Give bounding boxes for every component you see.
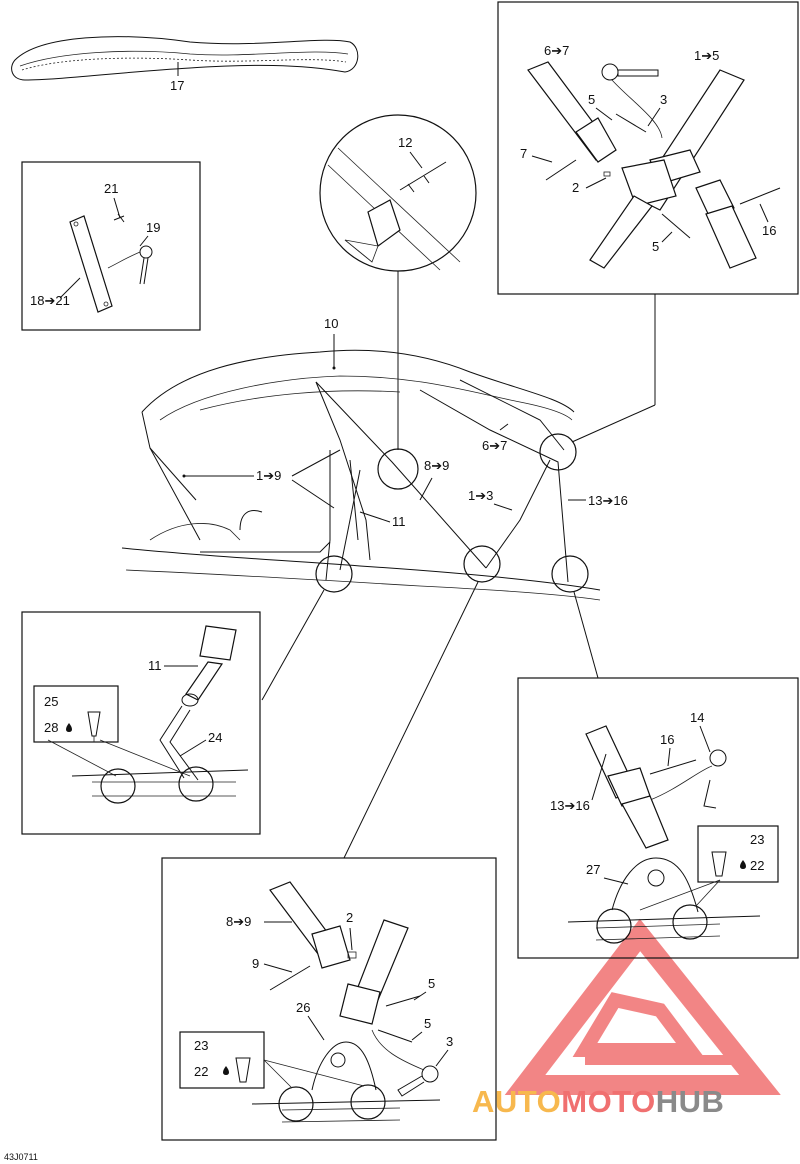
callout-bc-5a: 5 (428, 976, 435, 991)
callout-tr-1-5: 1➔5 (694, 48, 719, 63)
callout-bc-22: 22 (194, 1064, 208, 1079)
detail-box-strap-anchor: 11 25 28 24 (21, 611, 261, 835)
watermark-logo (504, 918, 781, 1095)
callout-ml-11: 11 (148, 658, 162, 673)
callout-10: 10 (324, 316, 338, 331)
detail-box-rear-mount: 14 16 13➔16 23 22 27 (517, 677, 799, 959)
callout-1-3: 1➔3 (468, 488, 493, 503)
detail-box-front-mount: 8➔9 2 9 5 26 5 3 23 22 (161, 857, 497, 1141)
callout-mr-27: 27 (586, 862, 600, 877)
callout-tr-7: 7 (520, 146, 527, 161)
callout-tr-5a: 5 (588, 92, 595, 107)
callout-18-21: 18➔21 (30, 293, 70, 308)
callout-bc-9: 9 (252, 956, 259, 971)
detail-box-hinge-top-right: 6➔7 1➔5 5 3 7 2 5 16 (497, 1, 799, 443)
callout-tr-2: 2 (572, 180, 579, 195)
callout-tr-16: 16 (762, 223, 776, 238)
svg-text:AUTOMOTOHUB: AUTOMOTOHUB (472, 1084, 724, 1119)
callout-bc-3: 3 (446, 1034, 453, 1049)
callout-mr-16: 16 (660, 732, 674, 747)
callout-12: 12 (398, 135, 412, 150)
callout-bc-5b: 5 (424, 1016, 431, 1031)
main-bimini-assembly: 10 1➔9 8➔9 6➔7 1➔3 (121, 316, 628, 859)
callout-bc-8-9: 8➔9 (226, 914, 251, 929)
callout-tr-3: 3 (660, 92, 667, 107)
part-17-cover-boot: 17 (11, 36, 359, 93)
callout-bc-26: 26 (296, 1000, 310, 1015)
callout-tr-5b: 5 (652, 239, 659, 254)
callout-21: 21 (104, 181, 118, 196)
callout-ml-24: 24 (208, 730, 222, 745)
callout-mr-13-16: 13➔16 (550, 798, 590, 813)
callout-bc-2: 2 (346, 910, 353, 925)
detail-circle-12: 12 (319, 114, 477, 450)
watermark-wordmark: AUTOMOTOHUB (472, 1084, 724, 1119)
watermark-moto: MOTO (561, 1084, 655, 1119)
callout-ml-25: 25 (44, 694, 58, 709)
diagram-code: 43J0711 (4, 1152, 38, 1162)
callout-bc-23: 23 (194, 1038, 208, 1053)
watermark-auto: AUTO (472, 1084, 561, 1119)
callout-mr-23: 23 (750, 832, 764, 847)
callout-19: 19 (146, 220, 160, 235)
callout-8-9: 8➔9 (424, 458, 449, 473)
watermark-hub: HUB (656, 1084, 725, 1119)
callout-mr-14: 14 (690, 710, 704, 725)
callout-17: 17 (170, 78, 184, 93)
callout-13-16-main: 13➔16 (588, 493, 628, 508)
detail-box-strap-18-21: 21 19 18➔21 (21, 161, 201, 331)
callout-1-9: 1➔9 (256, 468, 281, 483)
callout-6-7-main: 6➔7 (482, 438, 507, 453)
callout-11-main: 11 (392, 514, 406, 529)
callout-mr-22: 22 (750, 858, 764, 873)
callout-ml-28: 28 (44, 720, 58, 735)
callout-tr-6-7: 6➔7 (544, 43, 569, 58)
